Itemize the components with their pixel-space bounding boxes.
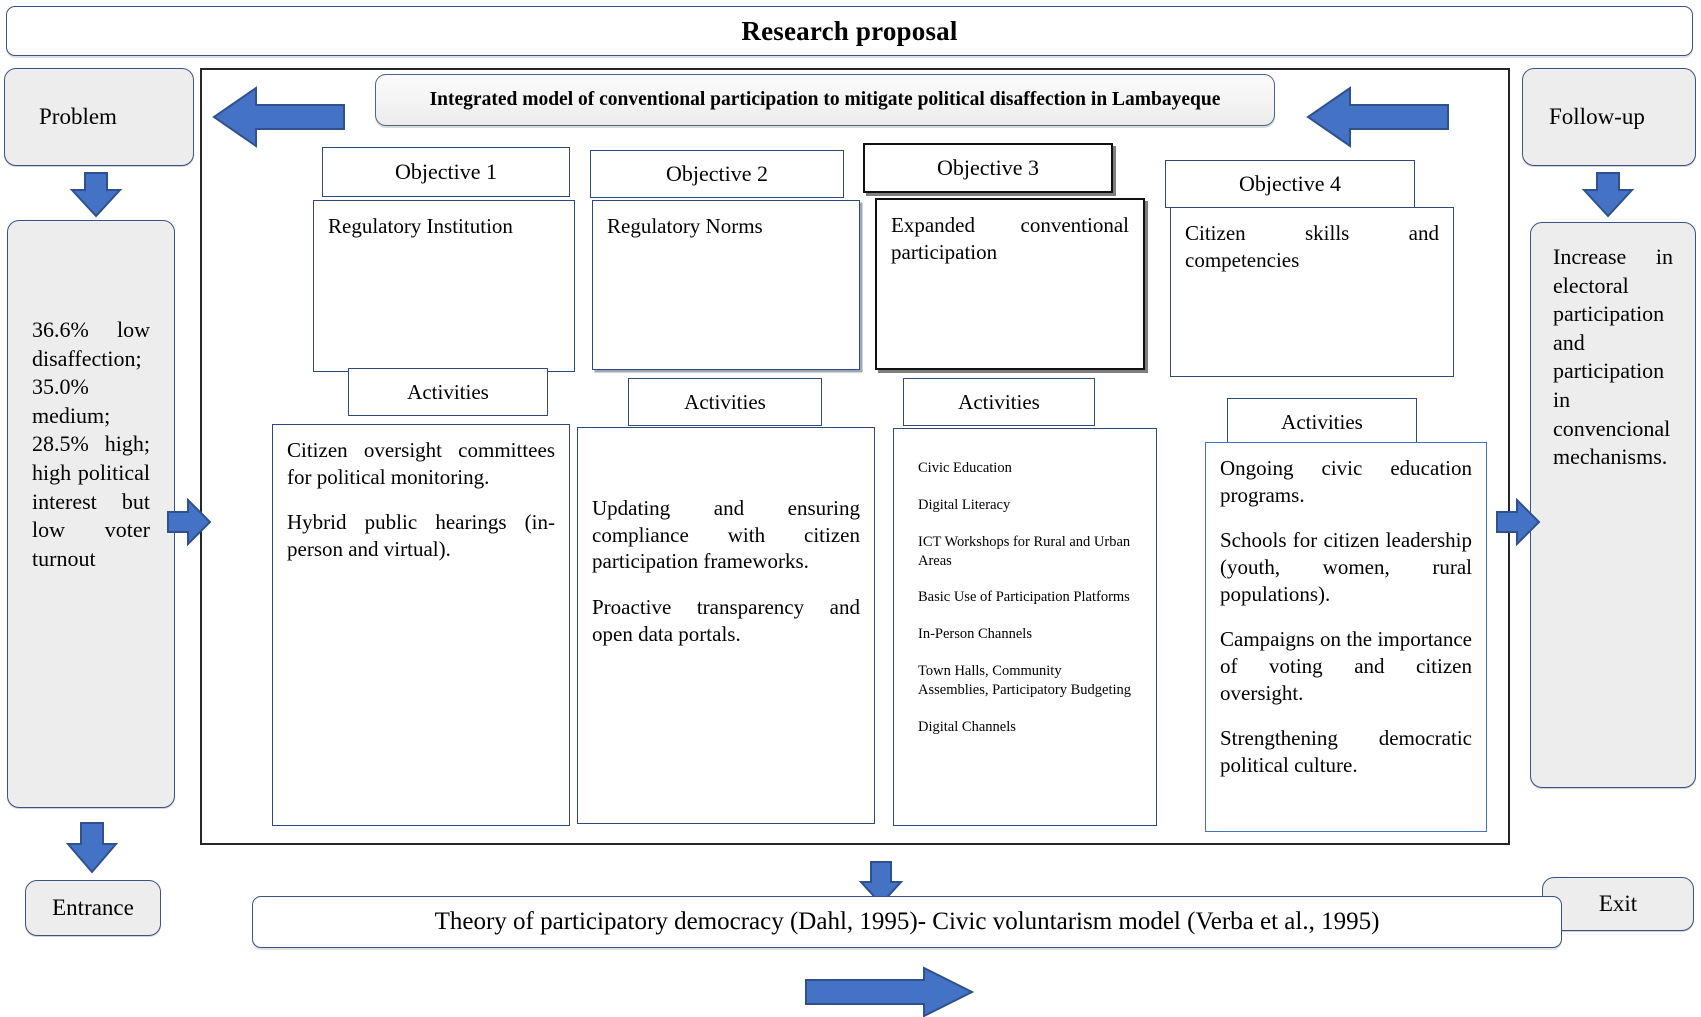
objective-3-title: Objective 3 [936,155,1040,180]
research-proposal-banner: Research proposal [6,6,1693,56]
objective-1-title-box: Objective 1 [322,147,570,197]
objective-2-title-box: Objective 2 [590,150,844,198]
objective-3-activities-box: Civic Education Digital Literacy ICT Wor… [893,428,1157,826]
objective-4-result: Citizen skills and competencies [1185,221,1439,272]
objective-3-activities-label-box: Activities [903,378,1095,426]
objective-1-activities-label-box: Activities [348,368,548,416]
objective-1-activities-box: Citizen oversight committees for politic… [272,424,570,826]
objective-2-activity-1: Proactive transparency and open data por… [592,594,860,646]
arrow-problem-to-stats [69,172,123,218]
objective-3-activity-5: Town Halls, Community Assemblies, Partic… [918,663,1132,698]
objective-4-activities-label-box: Activities [1227,398,1417,446]
outcome-box: Increase in electoral participation and … [1530,222,1696,788]
arrow-followup-to-outcome [1581,172,1635,218]
objective-3-result-box: Expanded conventional participation [875,198,1145,370]
theory-banner: Theory of participatory democracy (Dahl,… [252,896,1562,948]
objective-3-title-box: Objective 3 [863,143,1113,193]
problem-box: Problem [4,68,194,166]
outcome-text: Increase in electoral participation and … [1553,244,1673,470]
objective-1-activity-0: Citizen oversight committees for politic… [287,438,555,489]
arrow-bottom-forward [805,966,975,1017]
problem-label: Problem [39,104,117,129]
objective-1-activities-label: Activities [407,379,489,404]
objective-4-activities-box: Ongoing civic education programs. School… [1205,442,1487,832]
objective-4-activities-label: Activities [1281,409,1363,434]
objective-2-activities-label: Activities [684,389,766,414]
entrance-label: Entrance [52,895,134,920]
followup-box: Follow-up [1522,68,1696,166]
arrow-frame-to-theory [858,861,904,906]
model-title-bar: Integrated model of conventional partici… [375,74,1275,126]
objective-2-activities-box: Updating and ensuring compliance with ci… [577,427,875,824]
followup-label: Follow-up [1549,104,1645,129]
theory-text: Theory of participatory democracy (Dahl,… [434,908,1380,935]
exit-label: Exit [1598,891,1638,916]
objective-2-result-box: Regulatory Norms [592,200,860,370]
objective-1-result: Regulatory Institution [328,214,513,238]
objective-1-result-box: Regulatory Institution [313,200,575,372]
model-title: Integrated model of conventional partici… [429,89,1221,110]
objective-4-title: Objective 4 [1238,171,1342,196]
objective-3-activity-4: In-Person Channels [918,626,1032,643]
arrow-left-to-problem [212,86,345,148]
arrow-right-to-model [1306,86,1449,148]
problem-stats-text: 36.6% low disaffection; 35.0% medium; 28… [32,317,150,571]
objective-2-activity-0: Updating and ensuring compliance with ci… [592,496,860,574]
objective-3-result: Expanded conventional participation [891,213,1129,264]
objective-3-activities-label: Activities [958,389,1040,414]
entrance-box: Entrance [25,880,161,936]
arrow-problem-into-frame [167,497,212,547]
research-proposal-title: Research proposal [741,15,958,46]
arrow-stats-to-entrance [65,822,119,874]
objective-4-activity-1: Schools for citizen leadership (youth, w… [1220,528,1472,606]
problem-stats-box: 36.6% low disaffection; 35.0% medium; 28… [7,220,175,808]
objective-3-activity-6: Digital Channels [918,718,1016,735]
objective-3-activity-0: Civic Education [918,460,1012,476]
objective-2-title: Objective 2 [665,161,769,186]
objective-2-activities-label-box: Activities [628,378,822,426]
objective-1-activity-1: Hybrid public hearings (in-person and vi… [287,510,555,561]
objective-3-activity-2: ICT Workshops for Rural and Urban Areas [918,533,1131,569]
objective-4-activity-2: Campaigns on the importance of voting an… [1220,627,1472,705]
arrow-frame-into-outcome [1496,497,1541,547]
objective-4-activity-0: Ongoing civic education programs. [1220,456,1472,507]
objective-3-activity-1: Digital Literacy [918,496,1011,513]
objective-4-activity-3: Strengthening democratic political cultu… [1220,726,1472,777]
objective-2-result: Regulatory Norms [607,214,763,238]
objective-1-title: Objective 1 [394,159,498,184]
objective-3-activity-3: Basic Use of Participation Platforms [918,589,1130,606]
objective-4-title-box: Objective 4 [1165,160,1415,208]
objective-4-result-box: Citizen skills and competencies [1170,207,1454,377]
exit-box: Exit [1542,877,1694,931]
